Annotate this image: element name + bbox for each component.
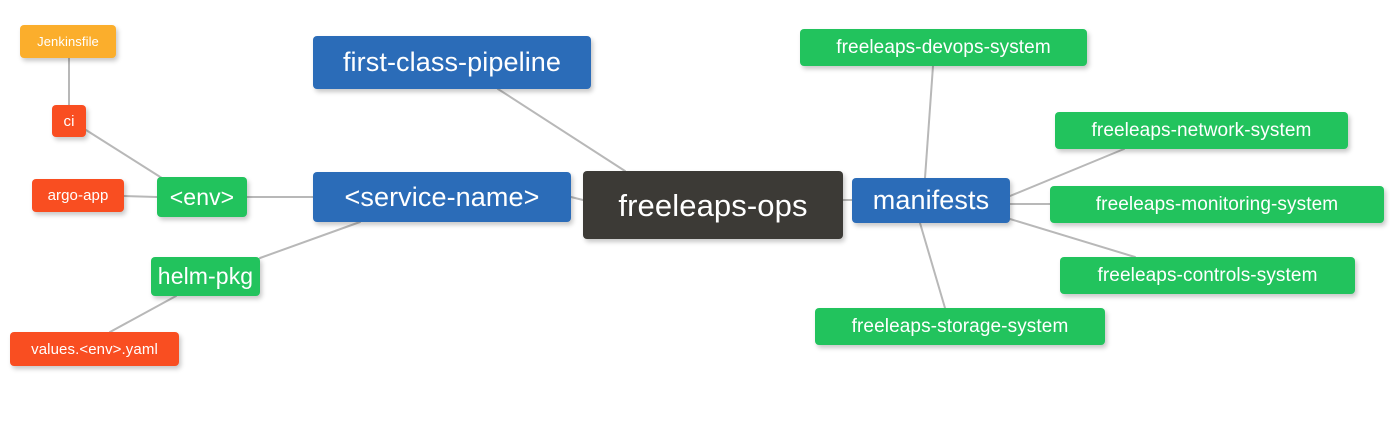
node-devops[interactable]: freeleaps-devops-system: [800, 29, 1087, 66]
node-helm-pkg[interactable]: helm-pkg: [151, 257, 260, 296]
node-argo-app[interactable]: argo-app: [32, 179, 124, 212]
edge-pipeline-to-freeleaps-ops: [497, 88, 626, 172]
node-service-name[interactable]: <service-name>: [313, 172, 571, 222]
edge-manifests-to-devops: [924, 65, 934, 179]
edge-manifests-to-controls: [1009, 218, 1136, 258]
node-monitoring[interactable]: freeleaps-monitoring-system: [1050, 186, 1384, 223]
node-controls[interactable]: freeleaps-controls-system: [1060, 257, 1355, 294]
edge-argo-app-to-env: [123, 195, 158, 198]
edge-service-name-to-freeleaps-ops: [570, 196, 584, 201]
edge-ci-to-env: [85, 129, 166, 181]
edge-manifests-to-storage: [919, 222, 946, 309]
node-env[interactable]: <env>: [157, 177, 247, 217]
node-network[interactable]: freeleaps-network-system: [1055, 112, 1348, 149]
node-storage[interactable]: freeleaps-storage-system: [815, 308, 1105, 345]
node-ci[interactable]: ci: [52, 105, 86, 137]
edge-service-name-to-helm-pkg: [259, 221, 361, 259]
node-freeleaps-ops[interactable]: freeleaps-ops: [583, 171, 843, 239]
edge-helm-pkg-to-values-yaml: [109, 295, 177, 333]
node-manifests[interactable]: manifests: [852, 178, 1010, 223]
node-values-yaml[interactable]: values.<env>.yaml: [10, 332, 179, 366]
node-pipeline[interactable]: first-class-pipeline: [313, 36, 591, 89]
node-jenkinsfile[interactable]: Jenkinsfile: [20, 25, 116, 58]
